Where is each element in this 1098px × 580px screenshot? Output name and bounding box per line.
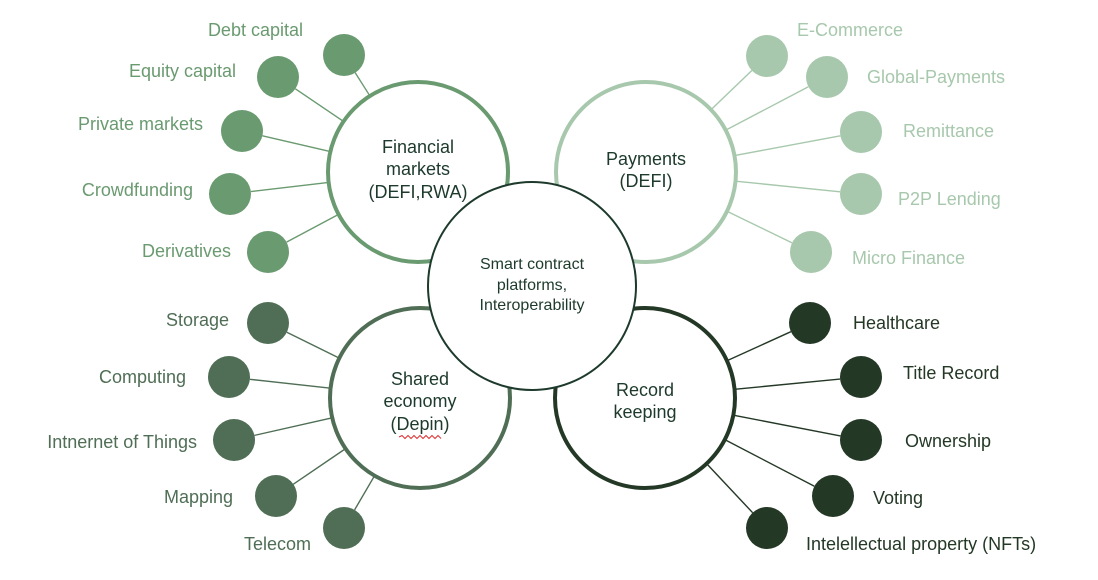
connector-line <box>735 180 841 193</box>
leaf-label: Mapping <box>164 487 233 507</box>
leaf-node-financial-markets <box>257 56 299 98</box>
hub-label-line: Shared <box>391 369 449 389</box>
leaf-label: Crowdfunding <box>82 180 193 200</box>
connector-line <box>249 378 331 389</box>
hub-label-line: (DEFI) <box>620 171 673 191</box>
center-label-line: Interoperability <box>480 297 585 314</box>
center-layer: Smart contract platforms, Interoperability <box>427 181 637 391</box>
leaf-label: Storage <box>166 310 229 330</box>
leaf-label: Global-Payments <box>867 67 1005 87</box>
leaf-label: Telecom <box>244 534 311 554</box>
leaf-node-record-keeping <box>840 419 882 461</box>
leaf-node-record-keeping <box>812 475 854 517</box>
connector-line <box>726 210 793 244</box>
connector-line <box>724 438 815 487</box>
connector-line <box>250 181 329 193</box>
hub-label-line: markets <box>386 159 450 179</box>
leaf-label: Voting <box>873 488 923 508</box>
leaf-node-financial-markets <box>323 34 365 76</box>
leaf-label: Intelellectual property (NFTs) <box>806 534 1036 554</box>
leaf-node-shared-economy <box>213 419 255 461</box>
leaf-label: E-Commerce <box>797 20 903 40</box>
hub-label-line: keeping <box>613 402 676 422</box>
leaf-node-shared-economy <box>208 356 250 398</box>
center-label-line: Smart contract <box>480 256 585 273</box>
connector-line <box>733 414 841 437</box>
connector-line <box>262 135 331 153</box>
spellcheck-underline <box>398 434 442 440</box>
leaf-label: P2P Lending <box>898 189 1001 209</box>
connector-line <box>286 213 339 243</box>
center-label-line: platforms, <box>497 277 567 294</box>
leaf-label: Computing <box>99 367 186 387</box>
connector-line <box>734 135 841 157</box>
leaf-label: Title Record <box>903 363 999 383</box>
center-circle <box>427 181 637 391</box>
connector-line <box>354 72 371 97</box>
leaf-node-payments <box>840 111 882 153</box>
leaf-node-payments <box>840 173 882 215</box>
hub-label-line: (Depin) <box>390 414 449 434</box>
leaf-label: Ownership <box>905 431 991 451</box>
connector-line <box>254 417 333 437</box>
connector-line <box>706 463 754 514</box>
leaf-node-financial-markets <box>209 173 251 215</box>
leaf-node-financial-markets <box>247 231 289 273</box>
leaf-node-shared-economy <box>323 507 365 549</box>
connector-line <box>710 70 753 111</box>
hub-label-line: Payments <box>606 149 686 169</box>
leaf-label: Derivatives <box>142 241 231 261</box>
leaf-node-record-keeping <box>746 507 788 549</box>
leaf-node-payments <box>746 35 788 77</box>
hub-label-line: Financial <box>382 137 454 157</box>
connector-line <box>726 331 792 362</box>
hub-label-line: economy <box>383 391 456 411</box>
leaf-label: Micro Finance <box>852 248 965 268</box>
connector-layer <box>249 70 841 514</box>
leaf-label: Remittance <box>903 121 994 141</box>
leaf-node-payments <box>806 56 848 98</box>
hub-label-line: (DEFI,RWA) <box>369 182 468 202</box>
leaf-node-shared-economy <box>247 302 289 344</box>
leaf-node-financial-markets <box>221 110 263 152</box>
leaf-label: Debt capital <box>208 20 303 40</box>
connector-line <box>353 475 376 511</box>
leaf-node-record-keeping <box>789 302 831 344</box>
leaf-node-shared-economy <box>255 475 297 517</box>
leaf-label: Healthcare <box>853 313 940 333</box>
leaf-label: Intnernet of Things <box>47 432 197 452</box>
connector-line <box>292 448 346 485</box>
connector-line <box>725 86 809 131</box>
leaf-node-payments <box>790 231 832 273</box>
leaf-label: Private markets <box>78 114 203 134</box>
connector-line <box>286 331 340 359</box>
leaf-node-record-keeping <box>840 356 882 398</box>
connector-line <box>294 88 344 123</box>
leaf-label: Equity capital <box>129 61 236 81</box>
connector-line <box>734 378 841 390</box>
hub-label-line: Record <box>616 380 674 400</box>
